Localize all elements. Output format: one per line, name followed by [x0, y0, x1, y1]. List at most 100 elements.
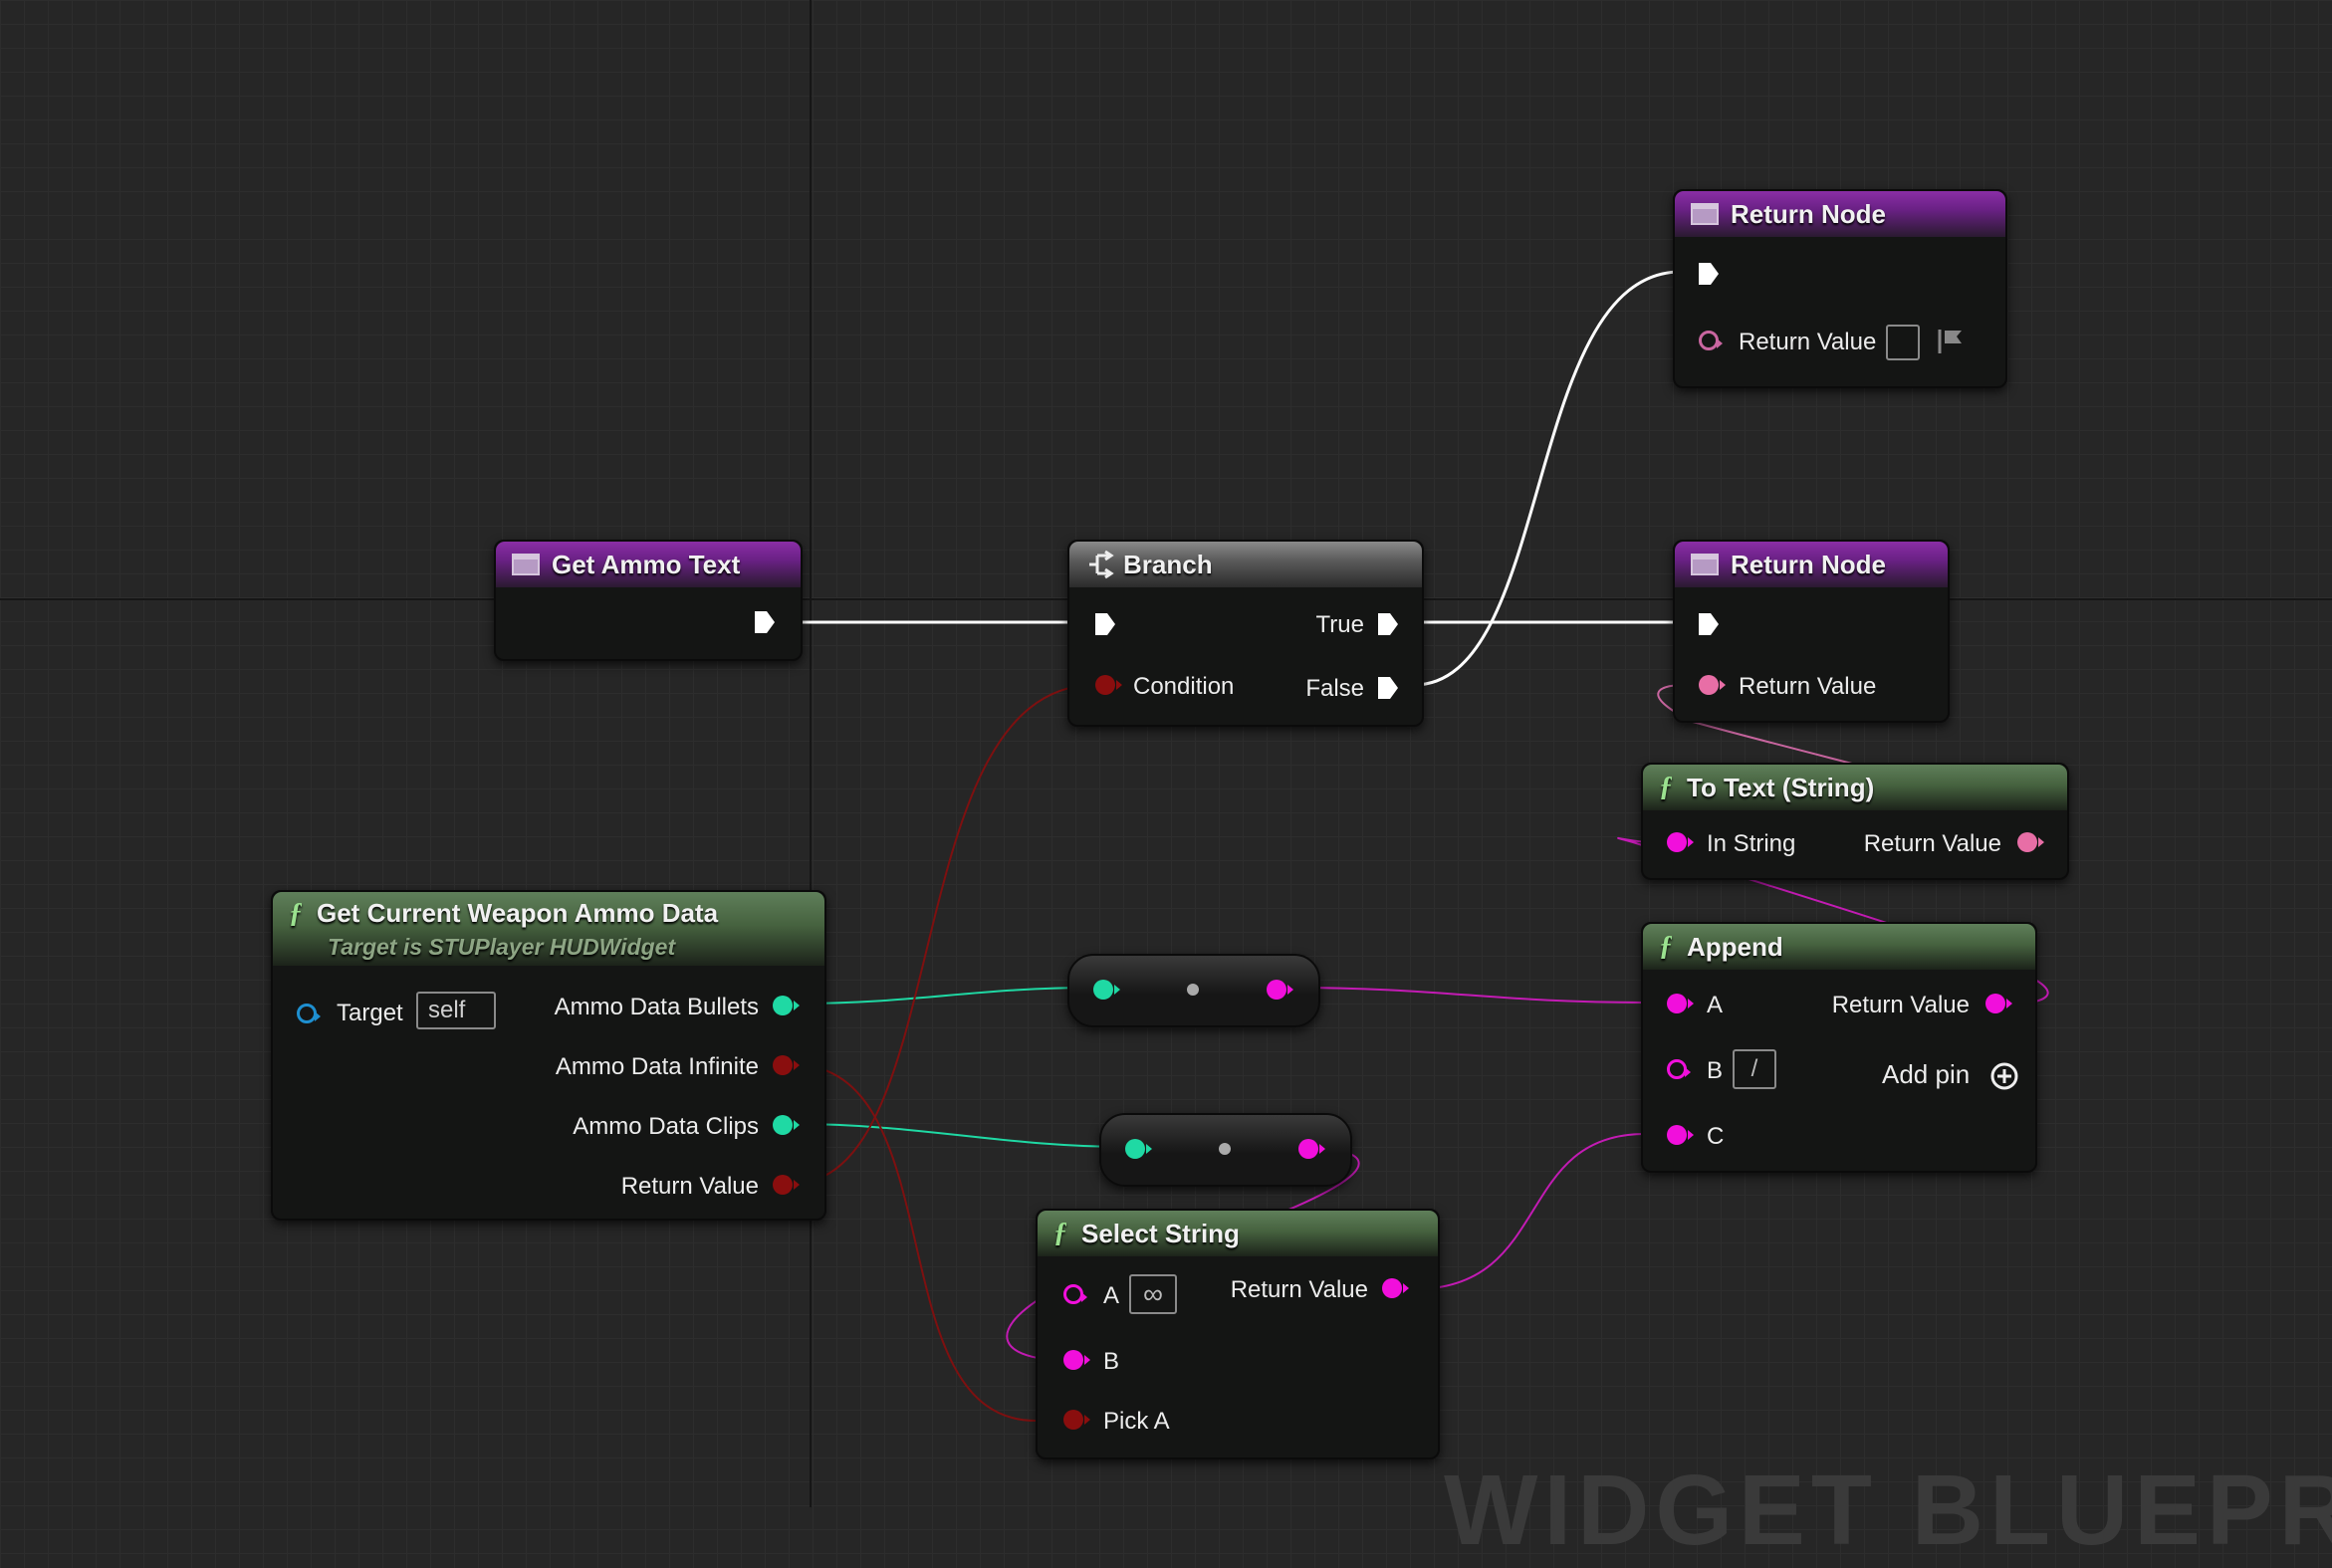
convert-out-pin[interactable]: [1267, 980, 1293, 1000]
exec-out-pin[interactable]: [753, 609, 777, 635]
node-get-ammo-text[interactable]: Get Ammo Text: [494, 540, 803, 661]
in-string-label: In String: [1707, 830, 1796, 857]
node-append[interactable]: ƒ Append A Return Value B / Add pin C: [1641, 922, 2037, 1173]
false-label: False: [1305, 675, 1364, 702]
function-result-icon: [1691, 203, 1719, 225]
node-select-string[interactable]: ƒ Select String A ∞ Return Value B Pick …: [1036, 1209, 1440, 1459]
return-value-label: Return Value: [1863, 830, 2001, 857]
ammo-data-bullets-pin[interactable]: [773, 996, 800, 1015]
node-header[interactable]: ƒ To Text (String): [1643, 765, 2067, 810]
b-label: B: [1707, 1057, 1724, 1084]
return-value-pin[interactable]: [2017, 832, 2044, 852]
convert-dot: [1187, 984, 1199, 996]
wire-select-append-c: [1413, 1133, 1646, 1290]
function-icon: ƒ: [1659, 931, 1673, 962]
node-header[interactable]: Branch: [1069, 542, 1422, 587]
node-title: Get Current Weapon Ammo Data: [317, 898, 719, 928]
node-get-current-weapon-ammo-data[interactable]: ƒ Get Current Weapon Ammo Data Target is…: [271, 890, 826, 1221]
ammo-data-clips-label: Ammo Data Clips: [573, 1113, 759, 1140]
node-header[interactable]: Return Node: [1675, 542, 1948, 587]
a-pin[interactable]: [1667, 994, 1694, 1013]
node-title: Branch: [1123, 549, 1213, 579]
function-result-icon: [1691, 554, 1719, 575]
return-value-input[interactable]: [1886, 325, 1920, 360]
return-value-pin[interactable]: [1985, 994, 2012, 1013]
node-header[interactable]: Return Node: [1675, 191, 2005, 237]
function-icon: ƒ: [1053, 1218, 1067, 1248]
exec-in-pin[interactable]: [1697, 261, 1721, 287]
graph-watermark: WIDGET BLUEPRI: [1444, 1455, 2332, 1566]
c-label: C: [1707, 1123, 1725, 1150]
a-value-field[interactable]: ∞: [1129, 1274, 1177, 1314]
node-branch[interactable]: Branch True Condition False: [1067, 540, 1424, 727]
pick-a-label: Pick A: [1103, 1408, 1170, 1435]
node-header[interactable]: Get Ammo Text: [496, 542, 801, 587]
wire-infinite-picka: [791, 1063, 1037, 1422]
exec-false-pin[interactable]: [1376, 675, 1400, 701]
wire-convert-append-a: [1288, 987, 1646, 1004]
wire-return-condition: [791, 684, 1096, 1185]
target-value-field[interactable]: self: [416, 992, 496, 1029]
return-value-label: Return Value: [1831, 992, 1970, 1018]
condition-pin[interactable]: [1095, 675, 1122, 695]
return-value-label: Return Value: [1739, 329, 1877, 355]
in-string-pin[interactable]: [1667, 832, 1694, 852]
ammo-data-infinite-label: Ammo Data Infinite: [555, 1053, 759, 1080]
pick-a-pin[interactable]: [1063, 1410, 1090, 1430]
exec-wire-false-return: [1413, 270, 1682, 687]
return-value-label: Return Value: [1230, 1276, 1368, 1303]
return-value-label: Return Value: [620, 1173, 759, 1200]
return-value-label: Return Value: [1739, 673, 1877, 700]
b-label: B: [1103, 1348, 1120, 1375]
function-icon: ƒ: [289, 898, 303, 929]
node-convert-bullets[interactable]: [1067, 954, 1320, 1027]
b-value-field[interactable]: /: [1733, 1049, 1776, 1089]
convert-dot: [1219, 1143, 1231, 1155]
node-return-mid[interactable]: Return Node Return Value: [1673, 540, 1950, 723]
ammo-data-bullets-label: Ammo Data Bullets: [554, 994, 759, 1020]
node-title: Return Node: [1731, 198, 1886, 229]
exec-in-pin[interactable]: [1697, 611, 1721, 637]
b-pin[interactable]: [1063, 1350, 1090, 1370]
return-value-pin[interactable]: [1699, 331, 1723, 350]
b-pin[interactable]: [1667, 1059, 1691, 1079]
ammo-data-clips-pin[interactable]: [773, 1115, 800, 1135]
flag-icon[interactable]: [1936, 327, 1966, 356]
return-value-pin[interactable]: [1382, 1278, 1409, 1298]
node-title: To Text (String): [1687, 772, 1875, 802]
target-label: Target: [337, 1000, 403, 1026]
graph-origin-vertical: [810, 0, 812, 1507]
add-pin-icon[interactable]: [1989, 1061, 2019, 1091]
add-pin-label[interactable]: Add pin: [1882, 1059, 1971, 1089]
node-convert-clips[interactable]: [1099, 1113, 1352, 1187]
function-entry-icon: [512, 554, 540, 575]
target-pin[interactable]: [297, 1004, 321, 1023]
true-label: True: [1315, 611, 1364, 638]
c-pin[interactable]: [1667, 1125, 1694, 1145]
convert-in-pin[interactable]: [1093, 980, 1120, 1000]
node-title: Get Ammo Text: [552, 549, 741, 579]
node-header[interactable]: ƒ Get Current Weapon Ammo Data Target is…: [273, 892, 824, 966]
node-subtitle: Target is STUPlayer HUDWidget: [328, 934, 676, 960]
node-return-top[interactable]: Return Node Return Value: [1673, 189, 2007, 388]
node-title: Return Node: [1731, 549, 1886, 579]
return-value-pin[interactable]: [1699, 675, 1726, 695]
node-title: Select String: [1081, 1218, 1240, 1248]
a-pin[interactable]: [1063, 1284, 1087, 1304]
condition-label: Condition: [1133, 673, 1235, 700]
return-value-pin[interactable]: [773, 1175, 800, 1195]
wire-clips-convert: [796, 1123, 1128, 1148]
a-label: A: [1103, 1282, 1120, 1309]
node-header[interactable]: ƒ Select String: [1038, 1211, 1438, 1256]
exec-in-pin[interactable]: [1093, 611, 1117, 637]
wire-bullets-convert: [796, 987, 1096, 1005]
convert-in-pin[interactable]: [1125, 1139, 1152, 1159]
ammo-data-infinite-pin[interactable]: [773, 1055, 800, 1075]
wires: [791, 270, 2066, 1422]
convert-out-pin[interactable]: [1298, 1139, 1325, 1159]
node-header[interactable]: ƒ Append: [1643, 924, 2035, 970]
a-label: A: [1707, 992, 1724, 1018]
exec-true-pin[interactable]: [1376, 611, 1400, 637]
node-title: Append: [1687, 931, 1783, 962]
node-to-text-string[interactable]: ƒ To Text (String) In String Return Valu…: [1641, 763, 2069, 880]
